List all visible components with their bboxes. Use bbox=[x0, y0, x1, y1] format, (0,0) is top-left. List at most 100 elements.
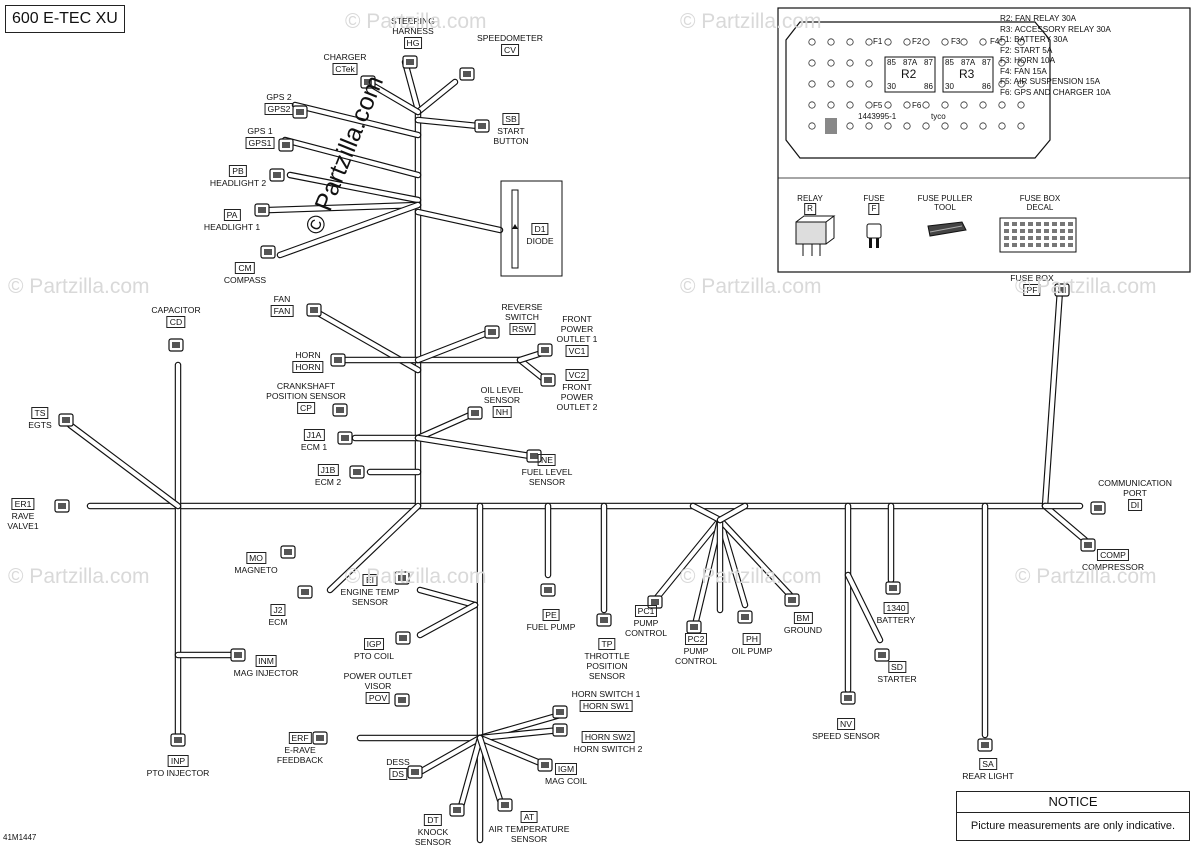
fuse-socket bbox=[865, 101, 873, 109]
nv-name: SPEED SENSOR bbox=[812, 731, 880, 741]
horn-code: HORN bbox=[292, 361, 324, 373]
di-code: DI bbox=[1127, 499, 1143, 511]
di-name: COMMUNICATION PORT bbox=[1098, 478, 1172, 498]
cv-code: CV bbox=[501, 44, 519, 56]
fan-code: FAN bbox=[270, 305, 294, 317]
decal-cell bbox=[1068, 229, 1073, 233]
watermark-3: © Partzilla.com bbox=[1015, 275, 1157, 298]
b1340-code: 1340 bbox=[883, 602, 909, 614]
fuse-socket bbox=[865, 59, 873, 67]
pc2-name: PUMP CONTROL bbox=[674, 646, 718, 666]
comp-name: COMPRESSOR bbox=[1081, 562, 1145, 572]
sb-connector-icon bbox=[474, 119, 490, 133]
ne-code: NE bbox=[538, 454, 556, 466]
fuse-socket bbox=[884, 122, 892, 130]
fuse-socket bbox=[827, 38, 835, 46]
gps2-connector-icon bbox=[292, 105, 308, 119]
fuse-socket bbox=[846, 38, 854, 46]
harness-wire-fill bbox=[1042, 503, 1088, 543]
fuse-socket bbox=[846, 101, 854, 109]
j2-name: ECM bbox=[268, 617, 288, 627]
decal-cell bbox=[1004, 236, 1009, 240]
fuse-f1-mark: F1 bbox=[873, 37, 883, 46]
igp-code: IGP bbox=[363, 638, 385, 650]
notice-text: Picture measurements are only indicative… bbox=[970, 820, 1176, 832]
ds-code: DS bbox=[389, 768, 407, 780]
sw2-code: HORN SW2 bbox=[581, 731, 635, 743]
harness-wire-fill bbox=[417, 602, 478, 638]
watermark-8: © Partzilla.com bbox=[345, 10, 487, 33]
ctek-code: CTek bbox=[332, 63, 358, 75]
mo-name: MAGNETO bbox=[234, 565, 278, 575]
fuse-legend-item: F2: START 5A bbox=[1000, 45, 1053, 55]
fuse-socket bbox=[865, 38, 873, 46]
fuse-socket bbox=[1017, 80, 1025, 88]
drawing-code: 41M1447 bbox=[3, 833, 37, 842]
fuse-legend-item: R2: FAN RELAY 30A bbox=[1000, 14, 1077, 23]
harness-wire-fill bbox=[717, 517, 793, 598]
rsw-code: RSW bbox=[508, 323, 536, 335]
fuse-socket bbox=[865, 122, 873, 130]
decal-cell bbox=[1068, 236, 1073, 240]
fuse-box-frame bbox=[777, 7, 1191, 273]
fuse-socket bbox=[808, 101, 816, 109]
diagram-title: 600 E-TEC XU bbox=[5, 5, 125, 33]
pov-code: POV bbox=[365, 692, 391, 704]
ts-code: TS bbox=[31, 407, 49, 419]
ne-name: FUEL LEVEL SENSOR bbox=[521, 467, 573, 487]
decal-cell bbox=[1060, 229, 1065, 233]
fuse-socket bbox=[808, 122, 816, 130]
ei-code: EI bbox=[362, 574, 378, 586]
j1a-code: J1A bbox=[303, 429, 325, 441]
igp-name: PTO COIL bbox=[354, 651, 394, 661]
bm-code: BM bbox=[793, 612, 813, 624]
diode-symbol bbox=[512, 224, 518, 229]
r2-pin-85: 85 bbox=[887, 58, 896, 67]
decal-cell bbox=[1036, 236, 1041, 240]
decal-cell bbox=[1004, 243, 1009, 247]
watermark-7: © Partzilla.com bbox=[1015, 565, 1157, 588]
hg-connector-icon bbox=[402, 55, 418, 69]
pb-code: PB bbox=[229, 165, 247, 177]
nv-code: NV bbox=[837, 718, 855, 730]
cm-code: CM bbox=[235, 262, 255, 274]
cd-connector-icon bbox=[168, 338, 184, 352]
decal-cell bbox=[1052, 222, 1057, 226]
r3-pin-87a: 87A bbox=[961, 58, 976, 67]
at-code: AT bbox=[520, 811, 538, 823]
decal-cell bbox=[1060, 222, 1065, 226]
fuse-socket bbox=[846, 122, 854, 130]
fuse-socket bbox=[960, 38, 968, 46]
fuse-socket bbox=[979, 101, 987, 109]
fuse-socket bbox=[922, 38, 930, 46]
cv-connector-icon bbox=[459, 67, 475, 81]
harness-wire-fill bbox=[292, 102, 421, 138]
harness-wire-fill bbox=[402, 59, 421, 113]
puller-part-label: FUSE PULLER TOOL bbox=[918, 194, 973, 212]
fuse-socket bbox=[960, 122, 968, 130]
fuse-socket bbox=[903, 38, 911, 46]
relay-r2-mark: R2 bbox=[901, 67, 917, 81]
inp-connector-icon bbox=[170, 733, 186, 747]
fuse-socket bbox=[846, 80, 854, 88]
igm-name: MAG COIL bbox=[544, 776, 588, 786]
harness-wire-fill bbox=[457, 735, 483, 813]
nh-name: OIL LEVEL SENSOR bbox=[480, 385, 524, 405]
pb-connector-icon bbox=[269, 168, 285, 182]
fuse-f5-mark: F5 bbox=[873, 101, 883, 110]
watermark-6: © Partzilla.com bbox=[680, 565, 822, 588]
harness-wire-fill bbox=[845, 572, 883, 643]
cp-name: CRANKSHAFT POSITION SENSOR bbox=[266, 381, 346, 401]
